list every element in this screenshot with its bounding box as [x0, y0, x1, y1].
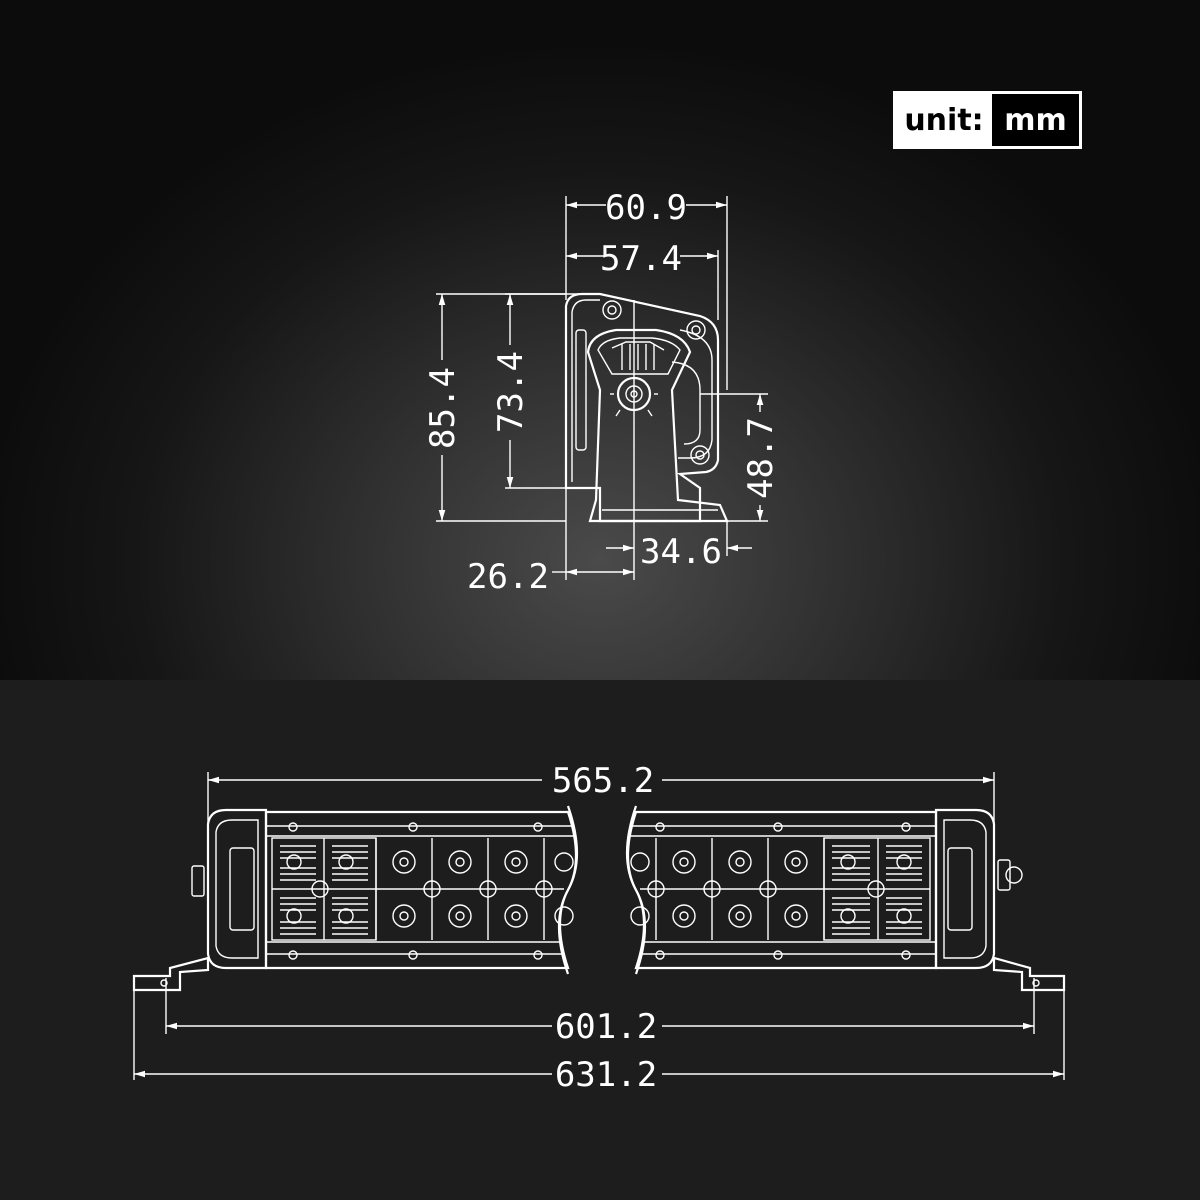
unit-label: unit:	[896, 94, 992, 146]
end-cap-left	[206, 808, 268, 970]
dim-width-total: 60.9	[605, 188, 687, 228]
spot-leds-left	[392, 850, 574, 928]
spot-leds-right	[630, 850, 808, 928]
dim-offset-left: 26.2	[467, 557, 549, 597]
dim-length-total: 631.2	[555, 1055, 657, 1095]
dim-offset-right: 34.6	[640, 532, 722, 572]
dim-height-total: 85.4	[423, 367, 463, 449]
dim-height-mount: 48.7	[741, 417, 781, 499]
flood-reflector-right	[824, 838, 930, 940]
mount-foot-right	[992, 859, 1066, 992]
mount-foot-left	[132, 865, 210, 992]
unit-badge: unit: mm	[893, 91, 1082, 149]
screws	[288, 822, 911, 960]
dim-width-inner: 57.4	[600, 239, 682, 279]
dim-length-body: 565.2	[552, 761, 654, 801]
dim-height-body: 73.4	[491, 351, 531, 433]
break-line-left	[557, 805, 579, 975]
lightbar-body-right	[626, 810, 938, 970]
front-view: 565.2 601.2 631.2	[132, 761, 1066, 1095]
dim-length-holes: 601.2	[555, 1007, 657, 1047]
side-mount-bracket	[586, 328, 729, 523]
side-housing	[564, 292, 720, 523]
side-view: 60.9 57.4 85.4 73.4 48.7	[423, 188, 781, 597]
bottom-background	[0, 680, 1200, 1200]
end-cap-right	[934, 808, 996, 970]
flood-reflector-left	[272, 838, 376, 940]
break-line-right	[625, 805, 647, 975]
unit-value: mm	[1004, 102, 1067, 138]
